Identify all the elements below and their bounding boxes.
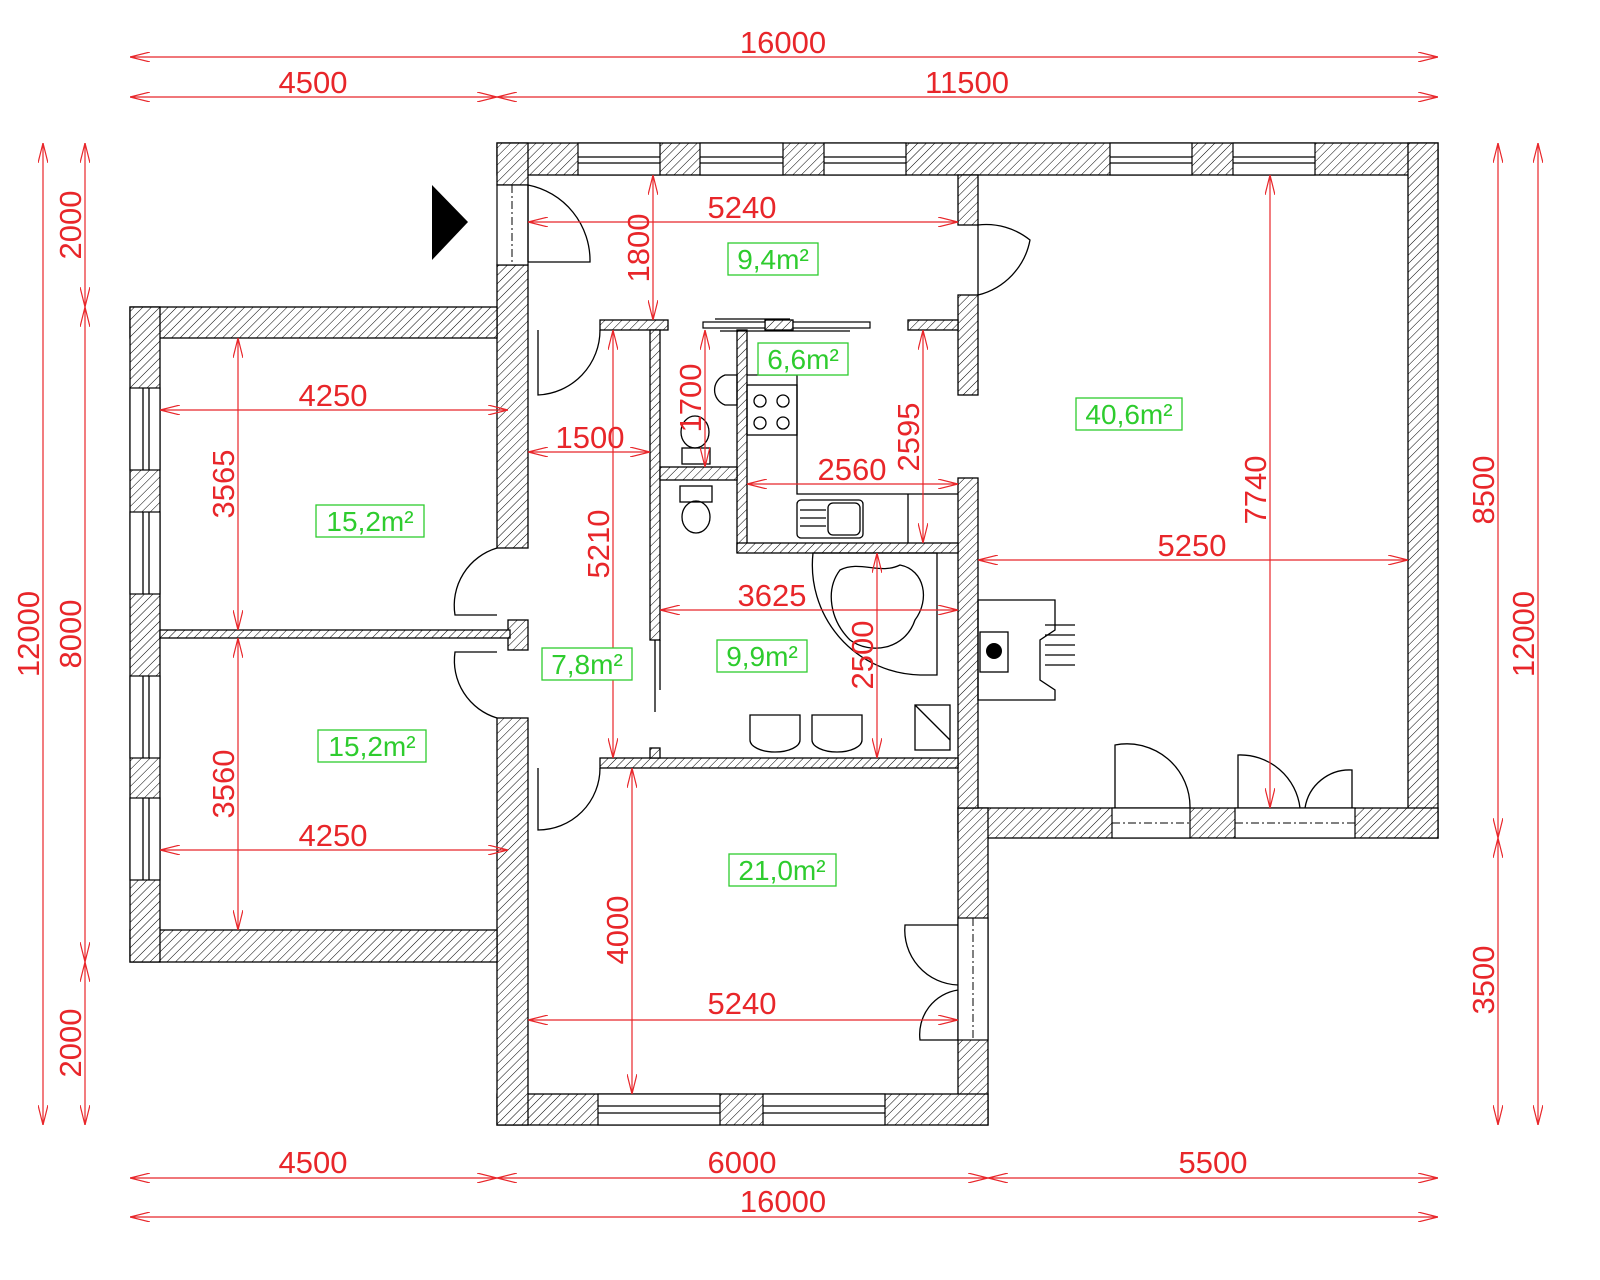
- door-room1-side: [453, 547, 498, 616]
- area-room2: 15,2m²: [317, 729, 427, 763]
- stove-icon: [746, 384, 798, 436]
- area-hall-label: 9,4m²: [737, 244, 809, 275]
- area-room1-label: 15,2m²: [326, 506, 413, 537]
- dimension-lines: [43, 57, 1538, 1217]
- dim-hall-width: 5240: [708, 190, 777, 225]
- dim-top-left: 4500: [279, 65, 348, 100]
- door-room1: [537, 329, 601, 396]
- area-bath: 9,9m²: [716, 639, 808, 673]
- dim-top-total: 16000: [740, 25, 826, 60]
- area-hall: 9,4m²: [727, 242, 819, 276]
- window: [762, 1093, 886, 1126]
- dim-top-right: 11500: [925, 65, 1009, 100]
- windows: [129, 142, 1316, 1126]
- window: [129, 675, 161, 759]
- dimension-labels: 16000 4500 11500 5240 4250 1500 2560 525…: [11, 25, 1541, 1219]
- window: [597, 1093, 721, 1126]
- dim-corridor-length: 5210: [581, 510, 616, 579]
- dim-room1-depth: 3565: [206, 450, 241, 519]
- garden-door: [904, 917, 989, 1041]
- dim-left-top: 2000: [53, 191, 88, 260]
- area-room3: 21,0m²: [728, 853, 837, 887]
- dim-bottom-left: 4500: [279, 1145, 348, 1180]
- window: [1232, 142, 1316, 176]
- dim-hall-depth: 1800: [621, 214, 656, 283]
- sink-icon: [713, 374, 738, 406]
- toilet-icon: [679, 485, 713, 534]
- dim-bottom-mid: 6000: [708, 1145, 777, 1180]
- dim-corridor-width: 1500: [556, 420, 625, 455]
- area-room2-label: 15,2m²: [328, 731, 415, 762]
- bathtub-icon: [811, 552, 938, 676]
- dim-left-total: 12000: [11, 591, 46, 677]
- area-labels: 9,4m² 6,6m² 40,6m² 15,2m² 15,2m² 7,8m² 9…: [315, 242, 1183, 887]
- area-corridor-label: 7,8m²: [551, 649, 623, 680]
- dim-room3-width: 5240: [708, 986, 777, 1021]
- dim-right-total: 12000: [1506, 591, 1541, 677]
- sliding-door: [702, 318, 871, 332]
- dim-room2-depth: 3560: [206, 750, 241, 819]
- fixtures: [432, 185, 1075, 753]
- dim-left-mid: 8000: [53, 600, 88, 669]
- entrance-arrow-icon: [432, 185, 468, 260]
- dim-room3-depth: 4000: [600, 896, 635, 965]
- dim-wc-depth: 1700: [673, 364, 708, 433]
- window: [129, 387, 161, 471]
- entrance-door: [496, 184, 591, 266]
- window: [577, 142, 661, 176]
- area-living-label: 40,6m²: [1085, 399, 1172, 430]
- dim-right-upper: 8500: [1466, 456, 1501, 525]
- washbasin-icon: [811, 714, 863, 753]
- window: [129, 511, 161, 595]
- dim-left-bottom: 2000: [53, 1009, 88, 1078]
- fireplace-icon: [977, 599, 1075, 701]
- window: [823, 142, 907, 176]
- doors: [453, 184, 1356, 1041]
- dim-bottom-total: 16000: [740, 1184, 826, 1219]
- kitchen-sink-icon: [796, 499, 864, 539]
- dim-bath-depth: 2500: [845, 621, 880, 690]
- window: [129, 797, 161, 881]
- door-living: [977, 223, 1031, 296]
- dim-right-lower: 3500: [1466, 946, 1501, 1015]
- area-kitchen: 6,6m²: [757, 342, 849, 376]
- washbasin-icon: [749, 714, 801, 753]
- balcony-door-2: [1234, 754, 1356, 839]
- door-room3: [537, 767, 601, 831]
- walls: [129, 142, 1439, 1126]
- dim-room1-width: 4250: [299, 378, 368, 413]
- area-bath-label: 9,9m²: [726, 641, 798, 672]
- dim-bath-width: 3625: [738, 578, 807, 613]
- door-room2-side: [453, 651, 498, 719]
- area-corridor: 7,8m²: [541, 647, 633, 681]
- dim-kitchen-depth: 2595: [891, 403, 926, 472]
- window: [1109, 142, 1193, 176]
- dim-room2-width: 4250: [299, 818, 368, 853]
- balcony-door-1: [1111, 743, 1191, 839]
- washer-icon: [914, 704, 951, 751]
- area-room1: 15,2m²: [315, 504, 425, 538]
- dim-living-width: 5250: [1158, 528, 1227, 563]
- area-living: 40,6m²: [1075, 397, 1183, 431]
- area-kitchen-label: 6,6m²: [767, 344, 839, 375]
- window: [699, 142, 784, 176]
- dim-living-depth: 7740: [1238, 456, 1273, 525]
- door-bath: [654, 640, 661, 712]
- dim-bottom-right: 5500: [1179, 1145, 1248, 1180]
- dim-kitchen-width: 2560: [818, 452, 887, 487]
- area-room3-label: 21,0m²: [738, 855, 825, 886]
